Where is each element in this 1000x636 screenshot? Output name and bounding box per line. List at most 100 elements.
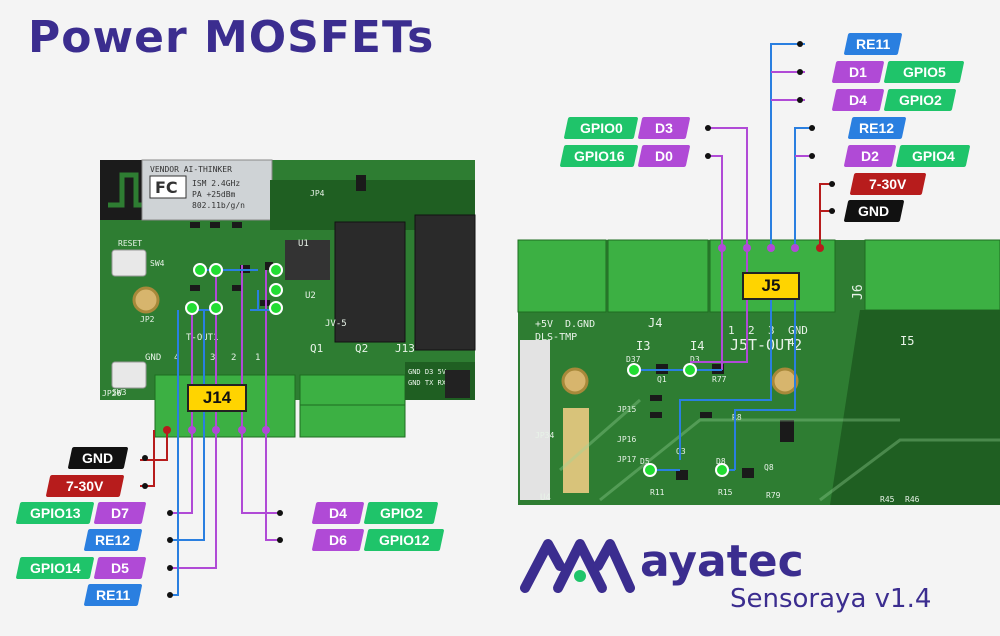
svg-text:T-OUT2: T-OUT2: [748, 336, 802, 354]
left-gnd-tag: GND: [67, 447, 129, 469]
svg-text:J4: J4: [648, 316, 662, 330]
svg-text:U2: U2: [305, 291, 316, 301]
mounting-hole-icon: [561, 367, 589, 395]
svg-text:Q1: Q1: [657, 375, 667, 384]
svg-text:JP15: JP15: [617, 405, 636, 414]
left-gpio2-tag: GPIO2: [363, 502, 439, 524]
mounting-hole-icon: [132, 286, 160, 314]
svg-text:T-OUT1: T-OUT1: [186, 333, 219, 343]
svg-text:R77: R77: [712, 375, 727, 384]
left-re11-tag: RE11: [83, 584, 143, 606]
left-d6-tag: D6: [311, 529, 365, 551]
left-gpio12-tag: GPIO12: [363, 529, 445, 551]
right-re12-tag: RE12: [847, 117, 907, 139]
svg-text:J13: J13: [395, 342, 415, 355]
right-wire-ends: [627, 41, 835, 477]
terminal-block-icon: [607, 239, 709, 313]
svg-text:R46: R46: [905, 495, 920, 504]
led-icon: [269, 263, 283, 277]
wire-vin-right: [819, 183, 835, 248]
svg-text:D.GND: D.GND: [565, 319, 595, 330]
wire-gnd-left: [140, 430, 168, 461]
wire-d5: [170, 270, 217, 569]
right-d3-tag: D3: [637, 117, 691, 139]
right-d4-tag: D4: [831, 89, 885, 111]
svg-text:D5: D5: [640, 457, 650, 466]
pin-header-icon: [520, 340, 550, 500]
left-d4-tag: D4: [311, 502, 365, 524]
fcc-logo-icon: [149, 175, 187, 199]
wire-d3: [705, 127, 748, 248]
svg-text:1: 1: [255, 353, 260, 363]
led-icon: [627, 363, 641, 377]
svg-text:SW4: SW4: [150, 259, 165, 268]
svg-text:JP4: JP4: [310, 189, 325, 198]
right-d2-tag: D2: [843, 145, 897, 167]
led-icon: [209, 301, 223, 315]
svg-text:JP26: JP26: [102, 389, 121, 398]
ayatec-logo-icon: [520, 539, 635, 593]
left-pcb: VENDOR AI-THINKER FC ISM 2.4GHz PA +25dB…: [100, 159, 476, 438]
right-gpio5-tag: GPIO5: [883, 61, 965, 83]
led-icon: [715, 463, 729, 477]
wire-d0: [705, 155, 723, 248]
svg-text:JP2: JP2: [140, 315, 155, 324]
svg-text:R11: R11: [650, 488, 665, 497]
svg-text:Q1: Q1: [310, 342, 323, 355]
brand-name: ayatec: [640, 536, 804, 587]
connector-label-j5: J5: [742, 272, 800, 300]
pcb-text: VENDOR AI-THINKER: [150, 165, 232, 174]
svg-text:JV-5: JV-5: [325, 319, 347, 329]
led-icon: [683, 363, 697, 377]
right-gpio16-tag: GPIO16: [559, 145, 639, 167]
svg-text:GND: GND: [145, 353, 161, 363]
svg-text:1: 1: [728, 324, 735, 337]
svg-text:3: 3: [210, 353, 215, 363]
svg-text:GND: GND: [788, 324, 808, 337]
left-vin-tag: 7-30V: [45, 475, 125, 497]
svg-text:ISM 2.4GHz: ISM 2.4GHz: [192, 179, 240, 188]
svg-text:U1: U1: [298, 239, 309, 249]
led-icon: [193, 263, 207, 277]
svg-text:I5: I5: [900, 334, 914, 348]
led-icon: [269, 283, 283, 297]
svg-text:2: 2: [231, 353, 236, 363]
pin-header-icon: [563, 408, 589, 493]
terminal-block-icon: [864, 239, 1000, 311]
svg-text:D37: D37: [626, 355, 641, 364]
svg-text:JP17: JP17: [617, 455, 636, 464]
svg-text:2: 2: [748, 324, 755, 337]
wire-re11-right: [770, 43, 805, 248]
right-vin-tag: 7-30V: [849, 173, 927, 195]
led-icon: [643, 463, 657, 477]
terminal-block-icon: [517, 239, 607, 313]
page-title: Power MOSFETs: [28, 12, 435, 63]
left-gpio13-tag: GPIO13: [15, 502, 95, 524]
svg-text:R8: R8: [732, 413, 742, 422]
wire-re12-right: [794, 127, 815, 248]
svg-text:I3: I3: [636, 339, 650, 353]
switch-icon: [111, 361, 147, 389]
svg-text:D8: D8: [716, 457, 726, 466]
led-icon: [269, 301, 283, 315]
svg-text:D3: D3: [690, 355, 700, 364]
right-gnd-tag: GND: [843, 200, 905, 222]
reset-button-icon: [111, 249, 147, 277]
svg-text:+5V: +5V: [535, 319, 553, 330]
svg-text:GND TX RX: GND TX RX: [408, 379, 447, 387]
left-re12-tag: RE12: [83, 529, 143, 551]
left-d7-tag: D7: [93, 502, 147, 524]
svg-text:FC: FC: [155, 178, 178, 197]
svg-text:R79: R79: [766, 491, 781, 500]
svg-text:RESET: RESET: [118, 239, 142, 248]
svg-text:802.11b/g/n: 802.11b/g/n: [192, 201, 245, 210]
right-gpio2-tag: GPIO2: [883, 89, 957, 111]
right-re11-tag: RE11: [843, 33, 903, 55]
svg-text:I4: I4: [690, 339, 704, 353]
svg-text:GND D3 5V: GND D3 5V: [408, 368, 447, 376]
product-name: Sensoraya v1.4: [730, 584, 932, 614]
mosfet-chip-icon: [334, 221, 406, 343]
svg-text:PA +25dBm: PA +25dBm: [192, 190, 236, 199]
svg-text:Q8: Q8: [764, 463, 774, 472]
right-d0-tag: D0: [637, 145, 691, 167]
